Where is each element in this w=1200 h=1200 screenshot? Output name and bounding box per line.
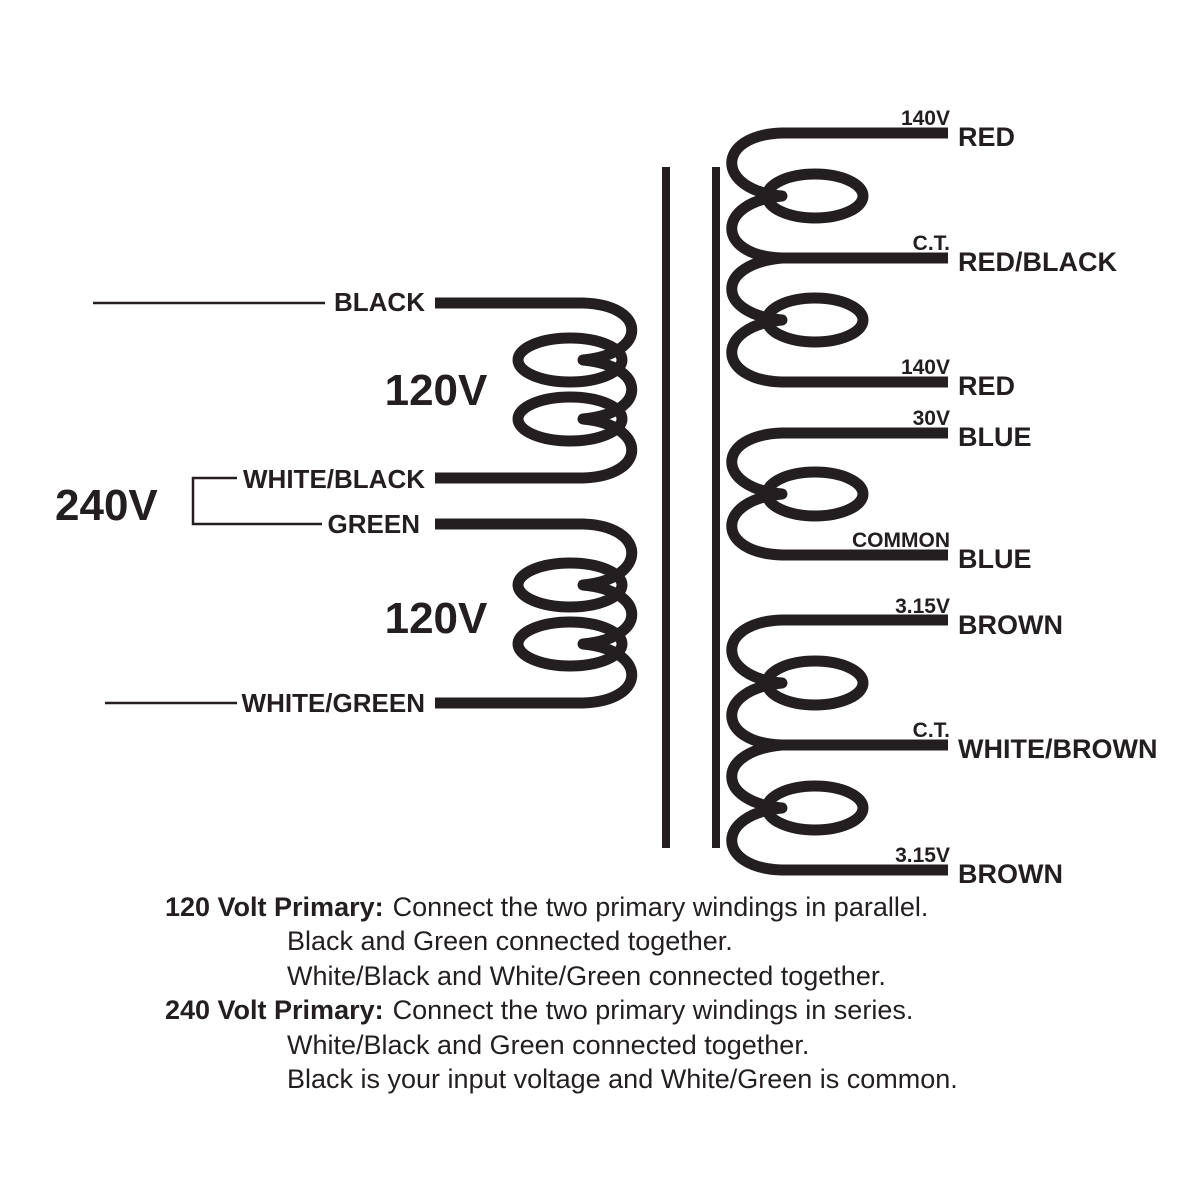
label-lv-ct-wire: WHITE/BROWN <box>958 734 1157 764</box>
label-black-wire: BLACK <box>334 287 425 317</box>
secondary-hv-loop-2 <box>761 292 869 348</box>
label-primary-1-voltage: 120V <box>385 366 488 415</box>
primary-winding-1-coil <box>435 297 638 484</box>
label-hv-ct-wire: RED/BLACK <box>958 247 1117 277</box>
label-mv-tap2-wire: BLUE <box>958 544 1032 574</box>
primary-side: BLACK 120V WHITE/BLACK GREEN 120V WHITE/… <box>55 287 638 718</box>
wiring-notes: 120 Volt Primary: Connect the two primary… <box>0 890 1200 1096</box>
primary-winding-2-coil <box>435 518 638 709</box>
label-lv-tap1-wire: BROWN <box>958 610 1063 640</box>
label-hv-ct: C.T. <box>913 232 950 255</box>
label-lv-tap2-voltage: 3.15V <box>895 844 950 867</box>
label-green-wire: GREEN <box>328 509 420 539</box>
note-240v-heading: 240 Volt Primary: <box>165 995 384 1026</box>
secondary-side: 140V RED C.T. RED/BLACK 140V RED 30V BLU… <box>726 107 1157 889</box>
secondary-lv-loop-1 <box>761 655 869 711</box>
primary-winding-2-loop-2 <box>512 616 628 672</box>
secondary-mv-loop-1 <box>761 466 869 522</box>
note-120v-line-2: Black and Green connected together. <box>0 924 1200 958</box>
note-120v-line-3: White/Black and White/Green connected to… <box>0 959 1200 993</box>
secondary-mv-coil <box>726 427 948 561</box>
label-hv-tap2-voltage: 140V <box>901 356 950 379</box>
label-240v-input: 240V <box>55 481 158 530</box>
note-120v-line-1: 120 Volt Primary: Connect the two primary… <box>0 890 1200 924</box>
240v-series-bracket <box>191 476 322 526</box>
note-240v-text: Connect the two primary windings in seri… <box>392 995 914 1026</box>
note-240v-line-2: White/Black and Green connected together… <box>0 1028 1200 1062</box>
label-mv-tap1-voltage: 30V <box>913 407 950 430</box>
label-white-green-wire: WHITE/GREEN <box>242 688 425 718</box>
primary-winding-2-loop-1 <box>512 557 628 613</box>
note-120v-text: Connect the two primary windings in para… <box>392 892 929 922</box>
label-lv-tap1-voltage: 3.15V <box>895 595 950 618</box>
note-240v-line-1: 240 Volt Primary: Connect the two primary… <box>0 993 1200 1027</box>
label-mv-common: COMMON <box>852 529 950 552</box>
label-hv-tap1-voltage: 140V <box>901 107 950 130</box>
note-120v-line-2-text: Black and Green connected together. <box>287 926 733 957</box>
label-primary-2-voltage: 120V <box>385 594 488 643</box>
label-lv-ct: C.T. <box>913 719 950 742</box>
label-hv-tap1-wire: RED <box>958 122 1015 152</box>
note-240v-line-3: Black is your input voltage and White/Gr… <box>0 1062 1200 1096</box>
label-white-black-wire: WHITE/BLACK <box>243 464 425 494</box>
secondary-hv-loop-1 <box>761 168 869 224</box>
secondary-lv-loop-2 <box>761 780 869 836</box>
note-240v-line-2-text: White/Black and Green connected together… <box>287 1029 810 1060</box>
note-240v-line-3-text: Black is your input voltage and White/Gr… <box>287 1064 958 1095</box>
primary-winding-1-loop-2 <box>512 391 628 447</box>
transformer-core <box>662 167 720 848</box>
note-120v-line-3-text: White/Black and White/Green connected to… <box>287 960 886 991</box>
label-lv-tap2-wire: BROWN <box>958 859 1063 889</box>
label-mv-tap1-wire: BLUE <box>958 422 1032 452</box>
label-hv-tap2-wire: RED <box>958 371 1015 401</box>
note-120v-heading: 120 Volt Primary: <box>165 892 384 922</box>
primary-winding-1-loop-1 <box>512 332 628 388</box>
